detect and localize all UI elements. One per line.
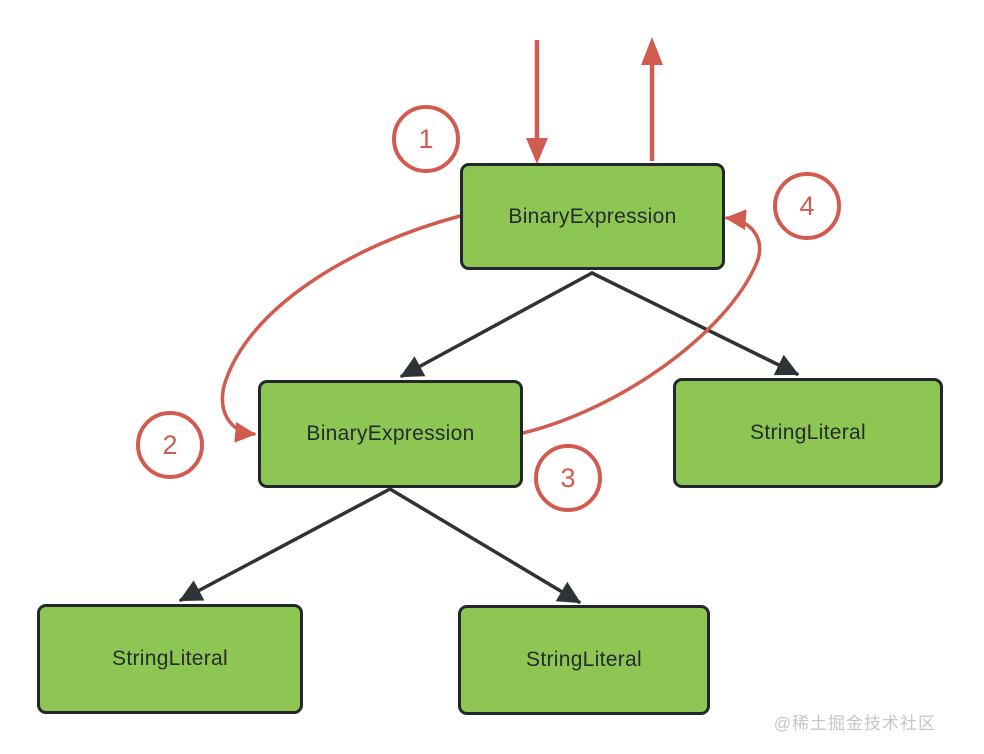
edge-root-to-right-child <box>590 271 800 376</box>
edge-left-child-to-left-grandchild <box>178 487 392 602</box>
node-label: BinaryExpression <box>306 422 475 445</box>
step-badge-3: 3 <box>534 444 602 512</box>
enter-arrow-head-icon <box>526 138 548 164</box>
node-label: StringLiteral <box>526 648 642 671</box>
step-badge-2: 2 <box>136 411 204 479</box>
node-left-grandchild-string-literal: StringLiteral <box>37 604 303 714</box>
node-label: StringLiteral <box>750 421 866 444</box>
watermark: @稀土掘金技术社区 <box>773 714 936 733</box>
node-label: StringLiteral <box>112 647 228 670</box>
step-badge-4: 4 <box>773 172 841 240</box>
step-number: 3 <box>560 462 576 493</box>
step-number: 4 <box>799 190 815 221</box>
exit-arrow-head-icon <box>641 37 663 65</box>
node-right-child-string-literal: StringLiteral <box>673 378 943 488</box>
step-number: 2 <box>162 429 178 460</box>
node-right-grandchild-string-literal: StringLiteral <box>458 605 710 715</box>
node-root-binary-expression: BinaryExpression <box>460 163 725 270</box>
node-label: BinaryExpression <box>508 204 677 228</box>
step-number: 1 <box>418 123 434 154</box>
step-badge-1: 1 <box>392 105 460 173</box>
edge-root-to-left-child <box>399 271 594 378</box>
node-left-child-binary-expression: BinaryExpression <box>258 380 523 488</box>
